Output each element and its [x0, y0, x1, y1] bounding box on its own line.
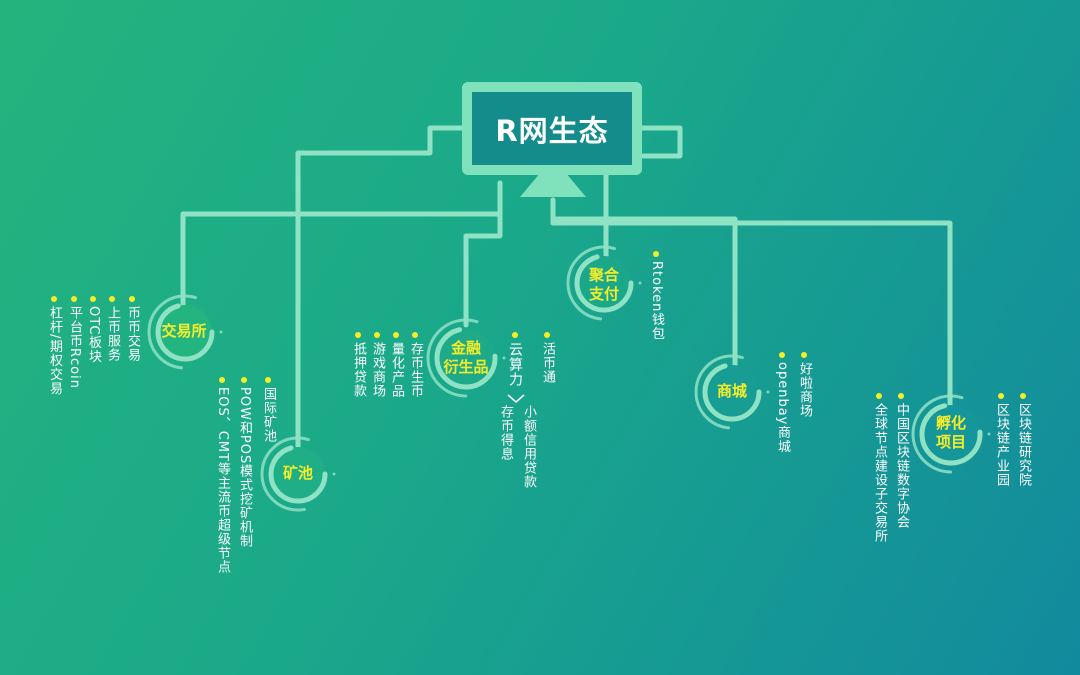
bullet-dot: [876, 393, 882, 399]
bullet-dot: [71, 296, 77, 302]
mall-item-text: 好啦商场: [797, 362, 812, 418]
incubator-item-right: 区块链产业园: [993, 393, 1009, 487]
payment-item-text: Rtoken钱包: [649, 261, 664, 341]
bullet-dot: [109, 296, 115, 302]
finance-item-right-text: 活币通: [540, 342, 555, 384]
node-mining-label: 矿池: [270, 464, 326, 483]
bullet-dot: [779, 352, 785, 358]
bullet-dot: [219, 377, 225, 383]
finance-item-text: 存币生币: [408, 342, 423, 398]
mall-item: openbay商城: [774, 352, 790, 453]
bullet-dot: [90, 296, 96, 302]
bullet-dot: [51, 296, 57, 302]
finance-label-line2: 衍生品: [443, 358, 489, 376]
incubator-item-text: 中国区块链数字协会: [894, 403, 909, 529]
finance-item: 量化产品: [388, 332, 404, 398]
node-payment-label: 聚合 支付: [576, 266, 632, 304]
mining-item: POW和POS模式挖矿机制: [236, 377, 252, 548]
payment-item: Rtoken钱包: [648, 251, 664, 340]
exchange-item-text: OTC板块: [86, 306, 101, 364]
bullet-dot: [129, 296, 135, 302]
exchange-item-text: 平台币Rcoin: [67, 306, 82, 389]
payment-label-line1: 聚合: [588, 266, 619, 284]
finance-item: 游戏商场: [369, 332, 385, 398]
mining-item-text: EOS、CMT等主流币超级节点: [215, 387, 230, 574]
finance-item-text: 抵押贷款: [351, 342, 366, 398]
finance-cloud-sub: 小额信用贷款: [520, 405, 536, 489]
exchange-item: 平台币Rcoin: [66, 296, 82, 389]
cloud-bracket: [507, 394, 525, 403]
mining-label-text: 矿池: [282, 464, 313, 482]
mining-item-text: POW和POS模式挖矿机制: [237, 387, 252, 549]
exchange-item-text: 上币服务: [105, 306, 120, 362]
bullet-dot: [393, 332, 399, 338]
bullet-dot: [898, 393, 904, 399]
bullet-dot: [998, 393, 1004, 399]
bullet-dot: [241, 377, 247, 383]
incubator-item-text: 区块链产业园: [994, 403, 1009, 487]
finance-cloud-sub-text: 存币得息: [498, 405, 513, 461]
exchange-item: 上币服务: [104, 296, 120, 362]
mall-item-text: openbay商城: [775, 362, 790, 454]
bullet-dot: [801, 352, 807, 358]
exchange-item: 杠杆/期权交易: [46, 296, 62, 395]
mall-label-text: 商城: [716, 382, 747, 400]
finance-cloud-text: 云算力: [507, 342, 523, 387]
mining-item: 国际矿池: [260, 377, 276, 443]
finance-item: 存币生币: [407, 332, 423, 398]
finance-cloud-sub: 存币得息: [497, 405, 513, 461]
incubator-item-text: 区块链研究院: [1016, 403, 1031, 487]
incubator-label-line1: 孵化: [935, 414, 966, 432]
exchange-item-text: 杠杆/期权交易: [47, 306, 62, 396]
exchange-label-text: 交易所: [161, 322, 207, 340]
ecosystem-title: R网生态: [472, 92, 632, 165]
finance-cloud-sub-text: 小额信用贷款: [521, 405, 536, 489]
finance-item-text: 游戏商场: [370, 342, 385, 398]
finance-label-line1: 金融: [450, 339, 481, 357]
bullet-dot: [1020, 393, 1026, 399]
incubator-item-left: 中国区块链数字协会: [893, 393, 909, 529]
incubator-item-left: 全球节点建设子交易所: [871, 393, 887, 543]
mining-item: EOS、CMT等主流币超级节点: [214, 377, 230, 574]
bullet-dot: [374, 332, 380, 338]
exchange-item: 币币交易: [124, 296, 140, 362]
node-incubator-label: 孵化 项目: [921, 414, 981, 452]
exchange-item-text: 币币交易: [125, 306, 140, 362]
node-mall-label: 商城: [704, 382, 760, 401]
bullet-dot: [412, 332, 418, 338]
payment-label-line2: 支付: [588, 285, 619, 303]
monitor-stand: [520, 175, 586, 197]
mining-item-text: 国际矿池: [261, 387, 276, 443]
mall-item: 好啦商场: [796, 352, 812, 418]
bullet-dot: [265, 377, 271, 383]
exchange-item: OTC板块: [85, 296, 101, 364]
bullet-dot: [355, 332, 361, 338]
incubator-item-text: 全球节点建设子交易所: [872, 403, 887, 543]
incubator-item-right: 区块链研究院: [1015, 393, 1031, 487]
finance-item: 抵押贷款: [350, 332, 366, 398]
bullet-dot: [653, 251, 659, 257]
node-finance-label: 金融 衍生品: [436, 339, 496, 377]
bullet-dot: [512, 332, 518, 338]
bullet-dot: [544, 332, 550, 338]
finance-cloud: 云算力: [507, 332, 523, 387]
incubator-label-line2: 项目: [935, 433, 966, 451]
node-exchange-label: 交易所: [151, 322, 217, 341]
monitor-title-box: R网生态: [462, 82, 642, 175]
finance-item-right: 活币通: [539, 332, 555, 384]
finance-item-text: 量化产品: [389, 342, 404, 398]
